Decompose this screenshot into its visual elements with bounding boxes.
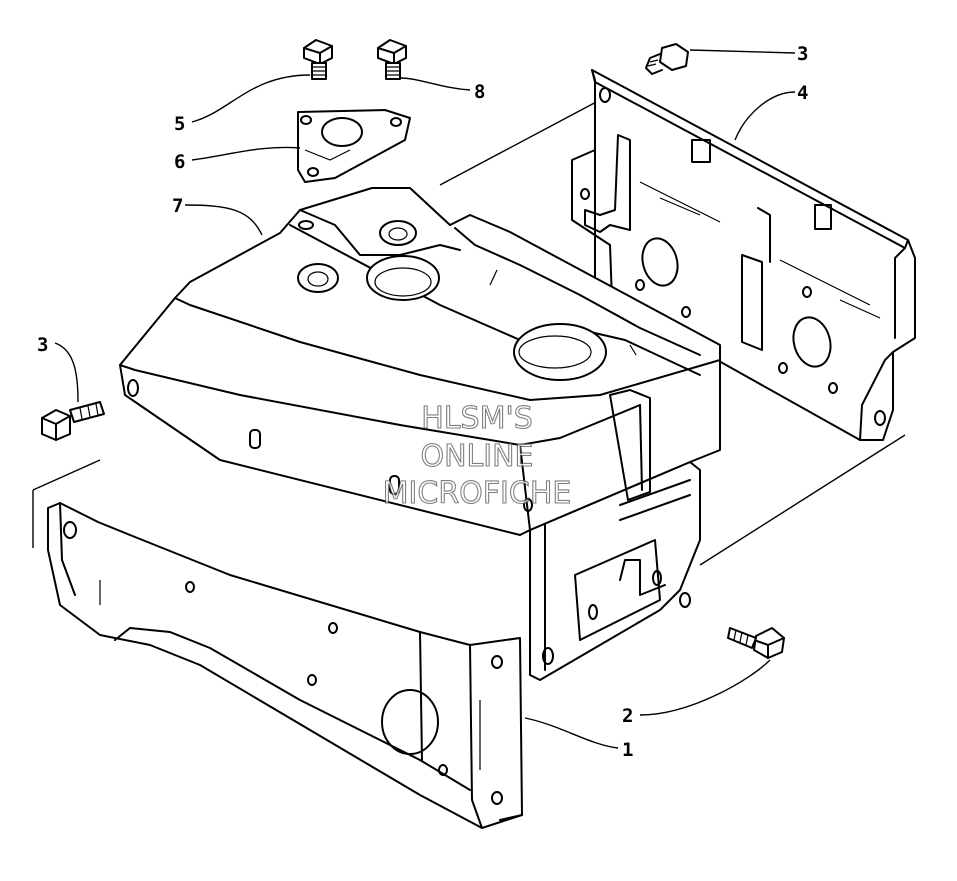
label-7: 7 bbox=[172, 195, 183, 217]
label-1: 1 bbox=[622, 739, 633, 761]
watermark: HLSM'S ONLINE MICROFICHE bbox=[382, 400, 572, 511]
label-4: 4 bbox=[797, 82, 808, 104]
label-3-left: 3 bbox=[37, 334, 48, 356]
part-1-lower-bracket bbox=[47, 502, 523, 829]
label-2: 2 bbox=[622, 705, 633, 727]
part-3-bolt-left bbox=[41, 401, 105, 441]
leader-lines bbox=[54, 49, 796, 749]
part-6-gasket-plate bbox=[297, 109, 411, 183]
part-labels: 1 2 3 3 4 5 6 7 8 bbox=[37, 43, 808, 761]
part-3-bolt-top-right bbox=[645, 43, 689, 75]
part-5-top-bolt bbox=[303, 39, 333, 80]
watermark-line-3: MICROFICHE bbox=[383, 476, 572, 511]
label-8: 8 bbox=[474, 81, 485, 103]
part-4-rear-panel bbox=[571, 69, 916, 441]
label-5: 5 bbox=[174, 113, 185, 135]
part-2-bolt bbox=[727, 627, 785, 659]
part-8-top-bolt bbox=[377, 39, 407, 80]
watermark-line-2: ONLINE bbox=[420, 439, 533, 474]
watermark-line-1: HLSM'S bbox=[421, 401, 533, 436]
label-3-top-right: 3 bbox=[797, 43, 808, 65]
assembly-guide-lines bbox=[32, 99, 906, 566]
part-7-main-housing bbox=[119, 187, 721, 681]
label-6: 6 bbox=[174, 151, 185, 173]
